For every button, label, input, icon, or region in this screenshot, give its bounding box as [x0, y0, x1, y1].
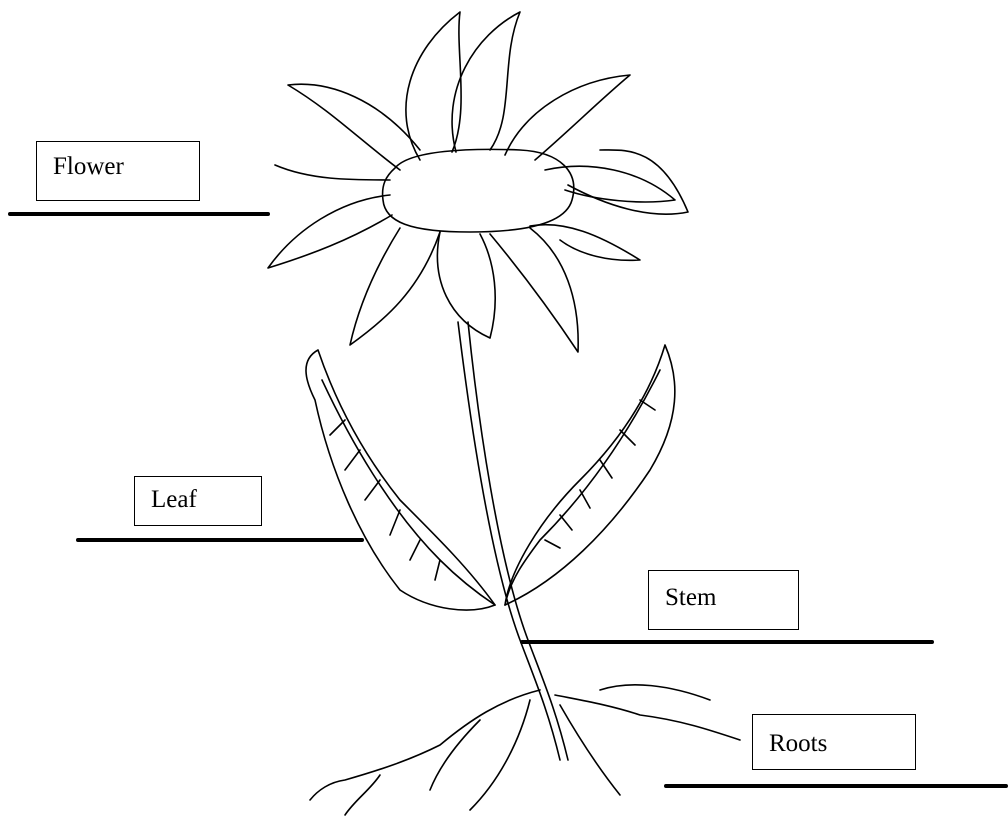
roots-label: Roots [752, 714, 916, 770]
flower-label: Flower [36, 141, 200, 201]
flower-center [383, 149, 574, 232]
petal [288, 84, 420, 170]
flower-head [268, 12, 688, 352]
roots [310, 685, 740, 815]
petal [437, 232, 495, 338]
petal [275, 165, 390, 180]
petal [505, 75, 630, 160]
stem [458, 322, 568, 760]
petal [568, 150, 688, 214]
leaf-label: Leaf [134, 476, 262, 526]
petal [452, 12, 520, 152]
stem-label: Stem [648, 570, 799, 630]
petal [490, 228, 578, 352]
petal [350, 228, 440, 345]
right-leaf [505, 345, 675, 605]
petal [545, 166, 675, 202]
petal [268, 195, 392, 268]
